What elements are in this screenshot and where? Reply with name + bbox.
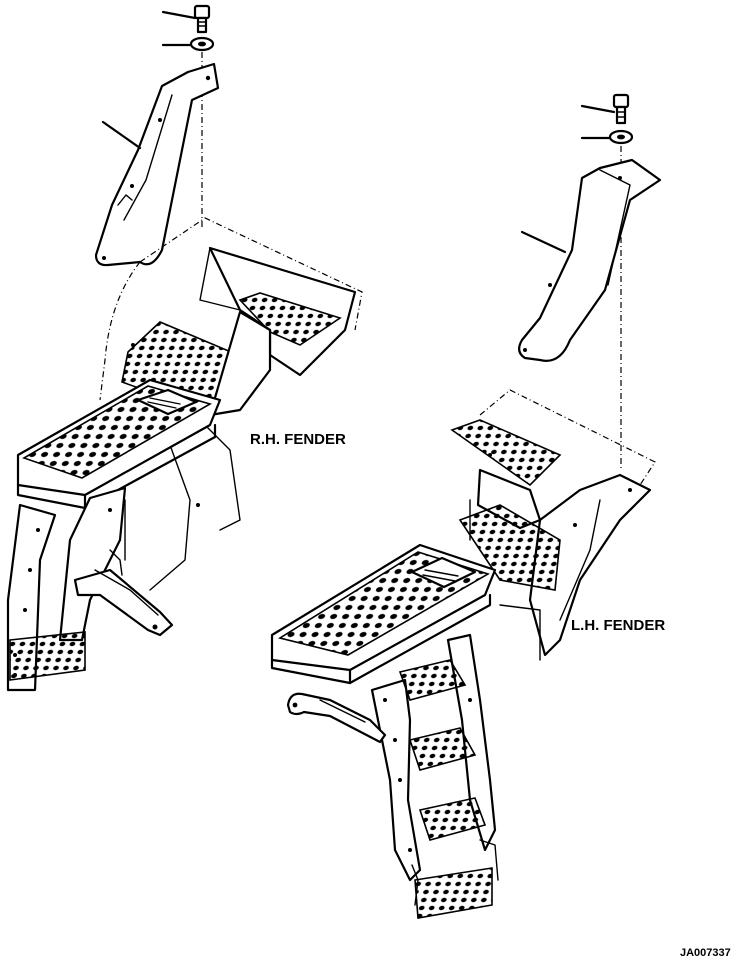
- rh-fender-label: R.H. FENDER: [250, 431, 346, 448]
- rh-fender-assembly: [6, 4, 363, 692]
- rh-stay-bracket: [94, 62, 220, 267]
- rh-washer: [161, 36, 215, 52]
- lh-fender-assembly: [270, 93, 662, 919]
- lh-stay-bracket: [518, 158, 662, 362]
- lh-step-platform: [270, 543, 497, 685]
- drawing-code-label: JA007337: [680, 947, 731, 959]
- lh-support-arm: [286, 692, 387, 744]
- lh-fender-label: L.H. FENDER: [571, 617, 666, 634]
- lh-bolt: [580, 93, 630, 125]
- lh-washer: [580, 129, 634, 145]
- lh-fender-body: [450, 389, 656, 661]
- rh-bolt: [161, 4, 211, 34]
- rh-ladder: [6, 486, 127, 692]
- lh-ladder: [370, 633, 499, 919]
- rh-support-arm: [73, 549, 174, 637]
- rh-step-platform: [16, 378, 222, 510]
